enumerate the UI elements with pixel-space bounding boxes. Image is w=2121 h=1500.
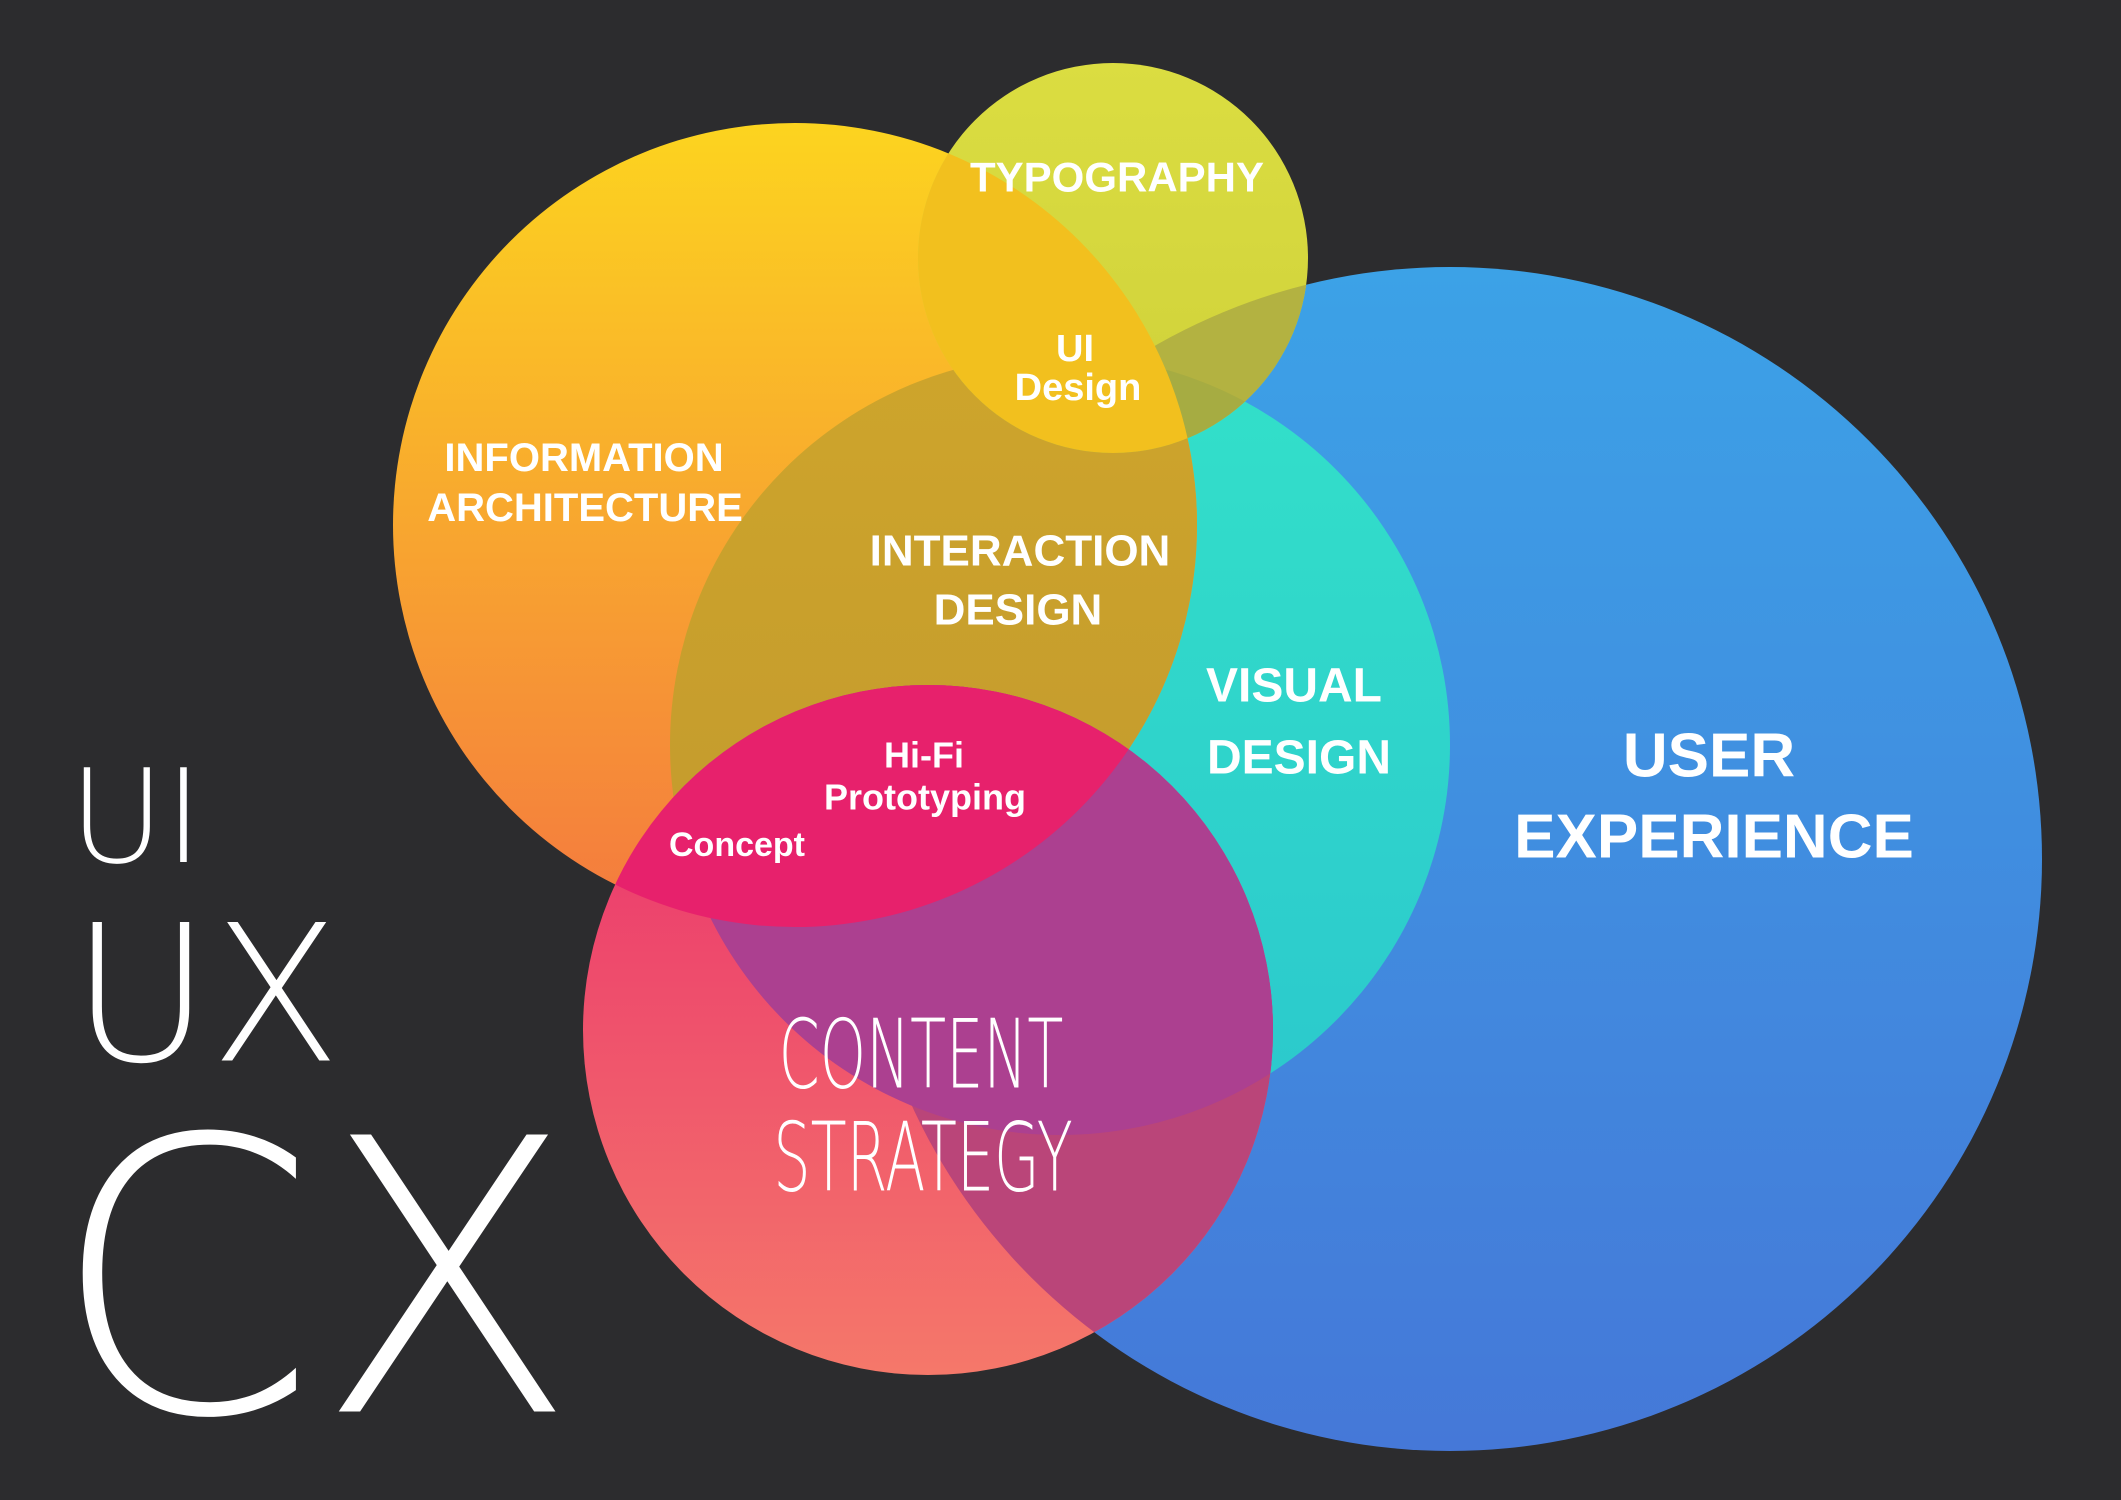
content-strategy-label-line1: CONTENT	[779, 1000, 1064, 1111]
ui-design-label-line2: Design	[1015, 367, 1142, 409]
side-label-ui: UI	[69, 741, 203, 893]
hifi-prototyping-label-line2: Prototyping	[824, 777, 1026, 818]
side-label-ux: UX	[71, 885, 340, 1106]
information-architecture-label-line2: ARCHITECTURE	[427, 486, 743, 530]
user-experience-label-line1: USER	[1623, 722, 1795, 791]
information-architecture-label-line1: INFORMATION	[444, 436, 723, 480]
content-strategy-label-line2: STRATEGY	[773, 1103, 1072, 1214]
interaction-design-label-line1: INTERACTION	[870, 527, 1171, 576]
concept-label: Concept	[669, 826, 805, 864]
typography-label: TYPOGRAPHY	[970, 154, 1264, 201]
interaction-design-label-line2: DESIGN	[934, 586, 1103, 635]
visual-design-label-line1: VISUAL	[1206, 660, 1382, 713]
side-label-cx: CX	[51, 1059, 577, 1500]
user-experience-label-line2: EXPERIENCE	[1514, 803, 1914, 872]
hifi-prototyping-label-line1: Hi-Fi	[884, 735, 964, 776]
visual-design-label-line2: DESIGN	[1207, 732, 1391, 785]
ui-design-label-line1: UI	[1056, 328, 1094, 370]
